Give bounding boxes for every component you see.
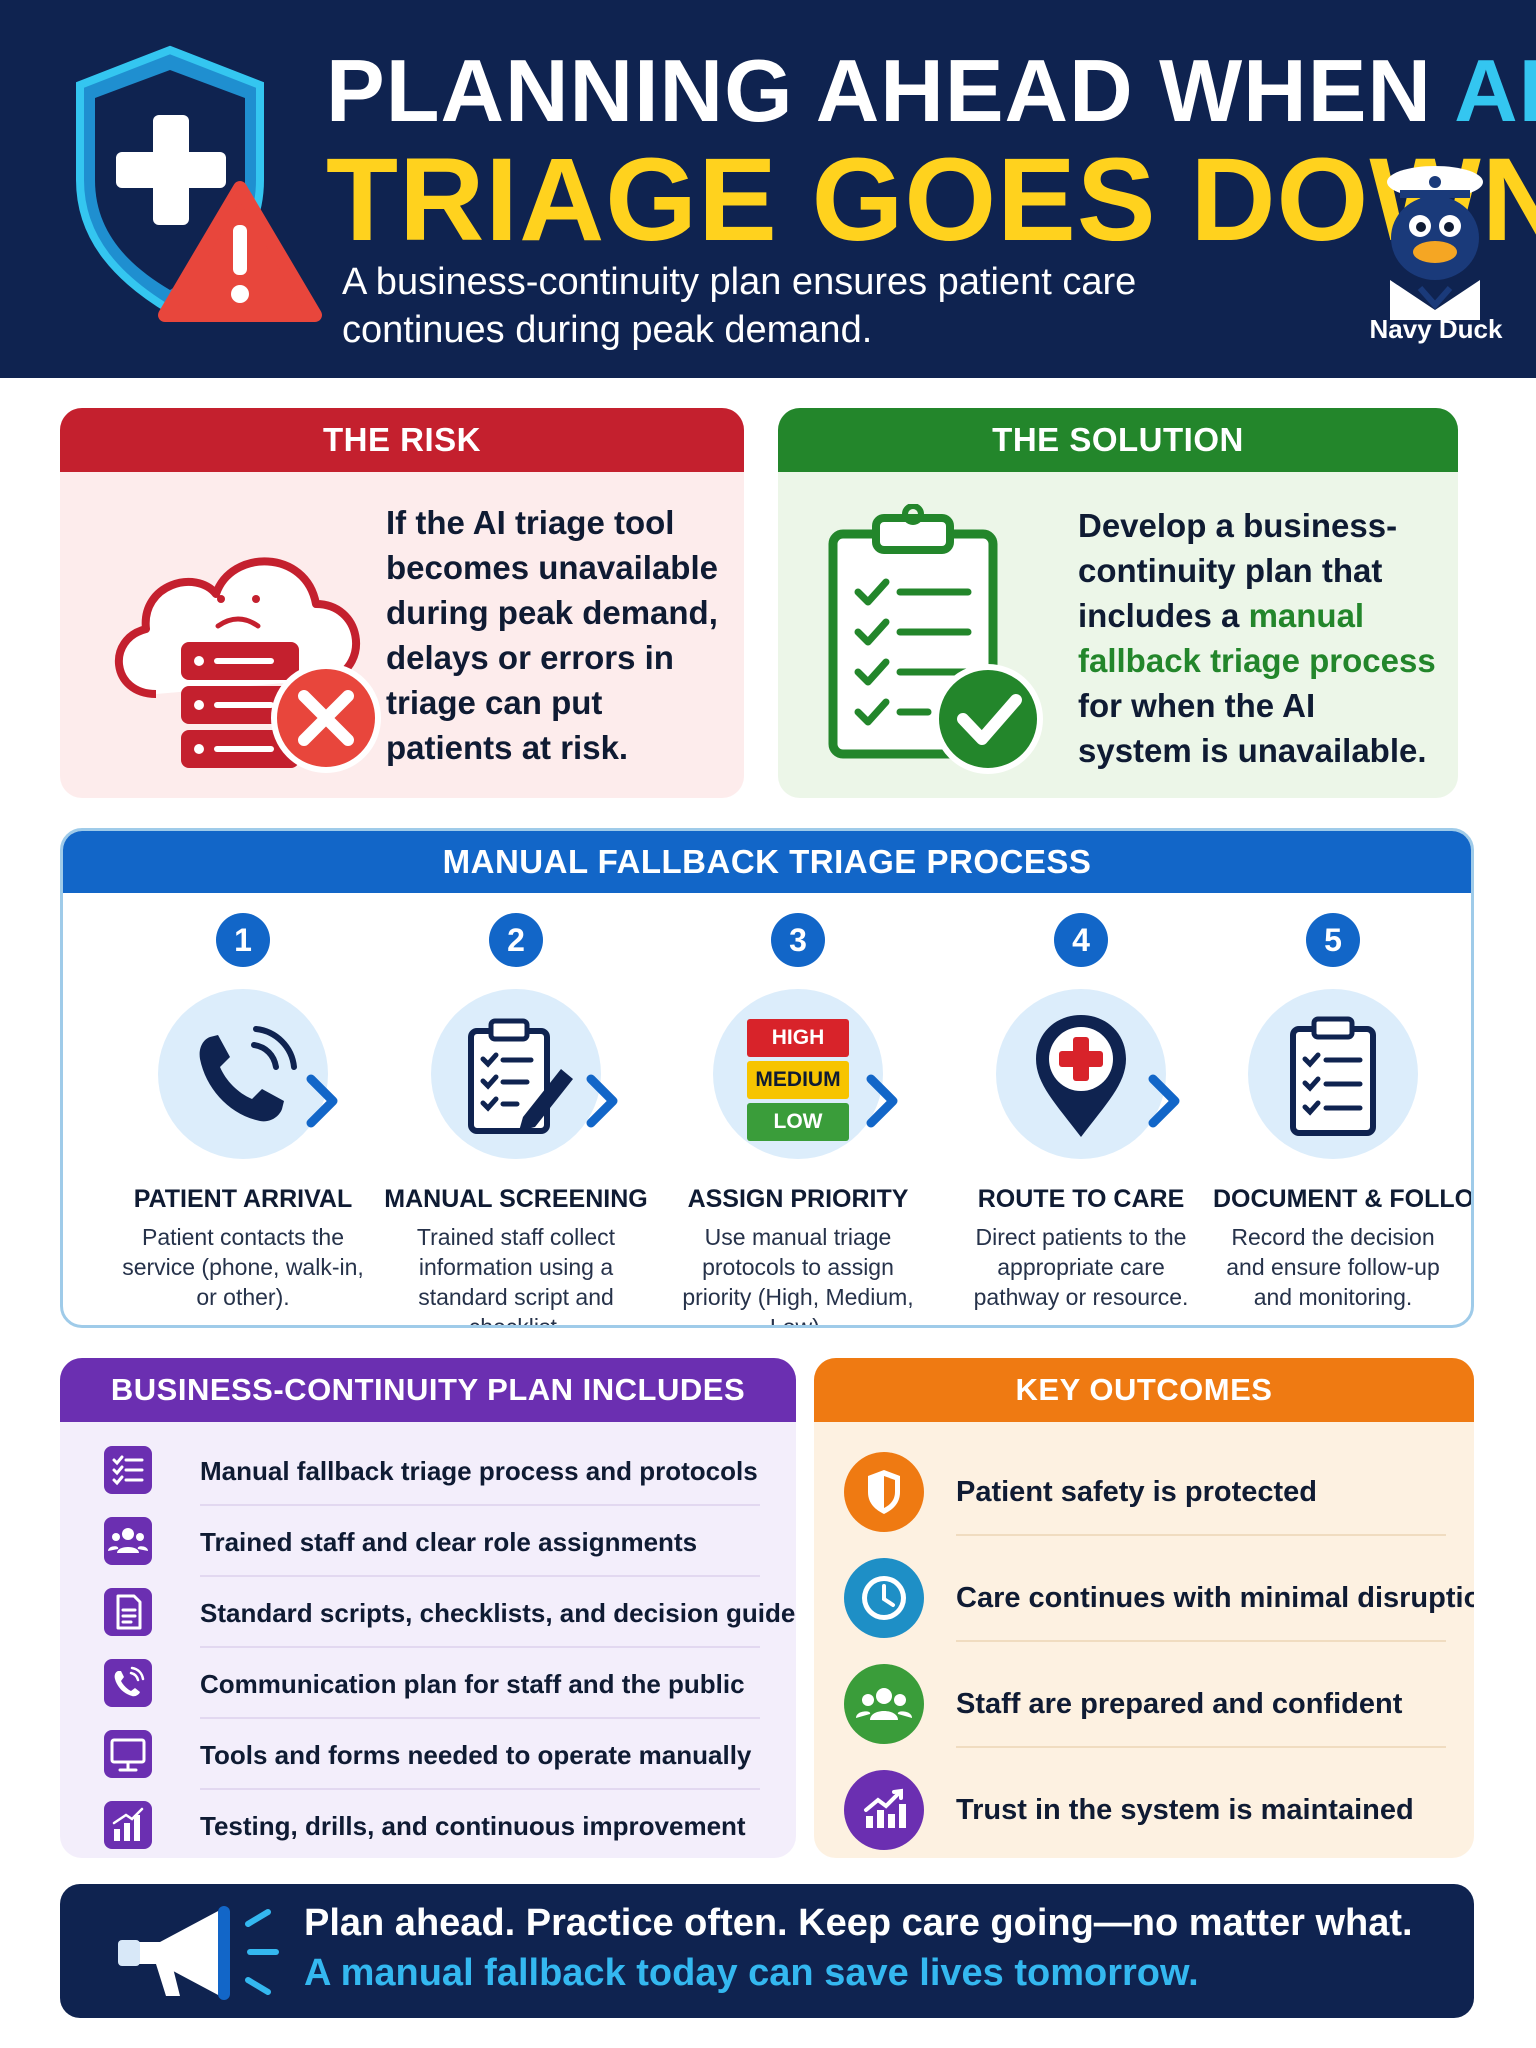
outcomes-card: KEY OUTCOMES Patient safety is protected…	[814, 1358, 1474, 1858]
step-desc: Record the decision and ensure follow-up…	[1226, 1224, 1440, 1310]
brand-label: Navy Duck	[1369, 314, 1503, 344]
step-title: ASSIGN PRIORITY	[687, 1185, 909, 1213]
outcomes-heading: KEY OUTCOMES	[814, 1358, 1474, 1422]
header-banner: PLANNING AHEAD WHEN AI TRIAGE GOES DOWN …	[0, 0, 1536, 378]
phone-icon	[199, 1026, 297, 1122]
medical-shield-warning-icon	[76, 45, 322, 322]
process-step-3: 3 HIGH MEDIUM LOW ASSIGN PRIORITY Use ma…	[658, 901, 938, 1328]
server-down-cloud-icon	[115, 557, 381, 773]
title-line-2: TRIAGE GOES DOWN	[326, 134, 1536, 266]
list-item: Communication plan for staff and the pub…	[104, 1649, 764, 1719]
monitor-icon	[104, 1730, 152, 1778]
process-heading: MANUAL FALLBACK TRIAGE PROCESS	[63, 831, 1471, 893]
process-step-1: 1 PATIENT ARRIVAL Patient contacts the s…	[103, 901, 383, 1312]
list-item: Trained staff and clear role assignments	[104, 1507, 764, 1577]
location-cross-icon	[1036, 1015, 1126, 1137]
list-item: Standard scripts, checklists, and decisi…	[104, 1578, 796, 1648]
list-item: Testing, drills, and continuous improvem…	[104, 1791, 764, 1858]
document-icon	[104, 1588, 152, 1636]
step-title: ROUTE TO CARE	[977, 1185, 1185, 1213]
checklist-icon	[1290, 1016, 1376, 1136]
step-icon-circle	[1248, 989, 1418, 1159]
step-title: MANUAL SCREENING	[384, 1185, 648, 1213]
list-item: Staff are prepared and confident	[844, 1648, 1454, 1748]
header-subtitle: A business-continuity plan ensures patie…	[342, 261, 1137, 351]
priority-high: HIGH	[747, 1019, 849, 1057]
solution-heading: THE SOLUTION	[778, 408, 1458, 472]
checklist-check-icon	[828, 504, 1043, 774]
footer-line-2: A manual fallback today can save lives t…	[304, 1952, 1199, 1994]
chevron-right-icon	[866, 1074, 898, 1128]
navy-duck-mascot-icon	[1387, 166, 1483, 320]
step-number: 1	[216, 913, 270, 967]
risk-heading: THE RISK	[60, 408, 744, 472]
step-desc: Trained staff collect information using …	[416, 1224, 616, 1328]
step-desc: Patient contacts the service (phone, wal…	[122, 1224, 364, 1310]
step-desc: Use manual triage protocols to assign pr…	[682, 1224, 914, 1328]
footer-line-1: Plan ahead. Practice often. Keep care go…	[304, 1902, 1413, 1944]
shield-icon	[844, 1452, 924, 1532]
step-icon-circle	[996, 989, 1166, 1159]
people-icon	[844, 1664, 924, 1744]
list-item: Manual fallback triage process and proto…	[104, 1436, 764, 1506]
clipboard-pen-icon	[468, 1018, 573, 1134]
process-card: MANUAL FALLBACK TRIAGE PROCESS 1 PATIENT…	[60, 828, 1474, 1328]
process-step-2: 2 MANUAL SCREENING Trained staff collect…	[376, 901, 656, 1328]
bcp-heading: BUSINESS-CONTINUITY PLAN INCLUDES	[60, 1358, 796, 1422]
phone-icon	[104, 1659, 152, 1707]
step-title: DOCUMENT & FOLLOW UP	[1213, 1185, 1474, 1213]
step-icon-circle	[431, 989, 601, 1159]
people-icon	[104, 1517, 152, 1565]
trend-up-icon	[844, 1770, 924, 1850]
step-title: PATIENT ARRIVAL	[133, 1185, 353, 1213]
process-step-4: 4 ROUTE TO CARE Direct patients to the a…	[941, 901, 1221, 1312]
bar-chart-icon	[104, 1801, 152, 1849]
chevron-right-icon	[306, 1074, 338, 1128]
step-number: 3	[771, 913, 825, 967]
chevron-right-icon	[586, 1074, 618, 1128]
priority-levels-icon: HIGH MEDIUM LOW	[713, 989, 883, 1159]
title-line-1: PLANNING AHEAD WHEN AI	[326, 41, 1536, 140]
risk-text: If the AI triage tool becomes unavailabl…	[386, 504, 718, 766]
priority-low: LOW	[747, 1103, 849, 1141]
step-number: 5	[1306, 913, 1360, 967]
list-item: Care continues with minimal disruption	[844, 1542, 1474, 1642]
priority-medium: MEDIUM	[747, 1061, 849, 1099]
list-check-icon	[104, 1446, 152, 1494]
megaphone-icon	[118, 1906, 279, 2000]
step-number: 2	[489, 913, 543, 967]
solution-highlight: manual fallback triage process	[1078, 597, 1436, 679]
risk-card: THE RISK If the AI triage tool becomes u…	[60, 408, 744, 798]
chevron-right-icon	[1148, 1074, 1180, 1128]
bcp-card: BUSINESS-CONTINUITY PLAN INCLUDES Manual…	[60, 1358, 796, 1858]
step-icon-circle	[158, 989, 328, 1159]
list-item: Tools and forms needed to operate manual…	[104, 1720, 764, 1790]
list-item: Trust in the system is maintained	[844, 1754, 1454, 1854]
list-item: Patient safety is protected	[844, 1436, 1454, 1536]
footer-banner: Plan ahead. Practice often. Keep care go…	[60, 1884, 1474, 2018]
solution-text: Develop a business-continuity plan that …	[1078, 507, 1436, 769]
step-desc: Direct patients to the appropriate care …	[973, 1224, 1189, 1310]
process-step-5: 5 DOCUMENT & FOLLOW UP Record the decisi…	[1213, 901, 1474, 1312]
step-number: 4	[1054, 913, 1108, 967]
clock-icon	[844, 1558, 924, 1638]
solution-card: THE SOLUTION Develop a business-continui…	[778, 408, 1458, 798]
